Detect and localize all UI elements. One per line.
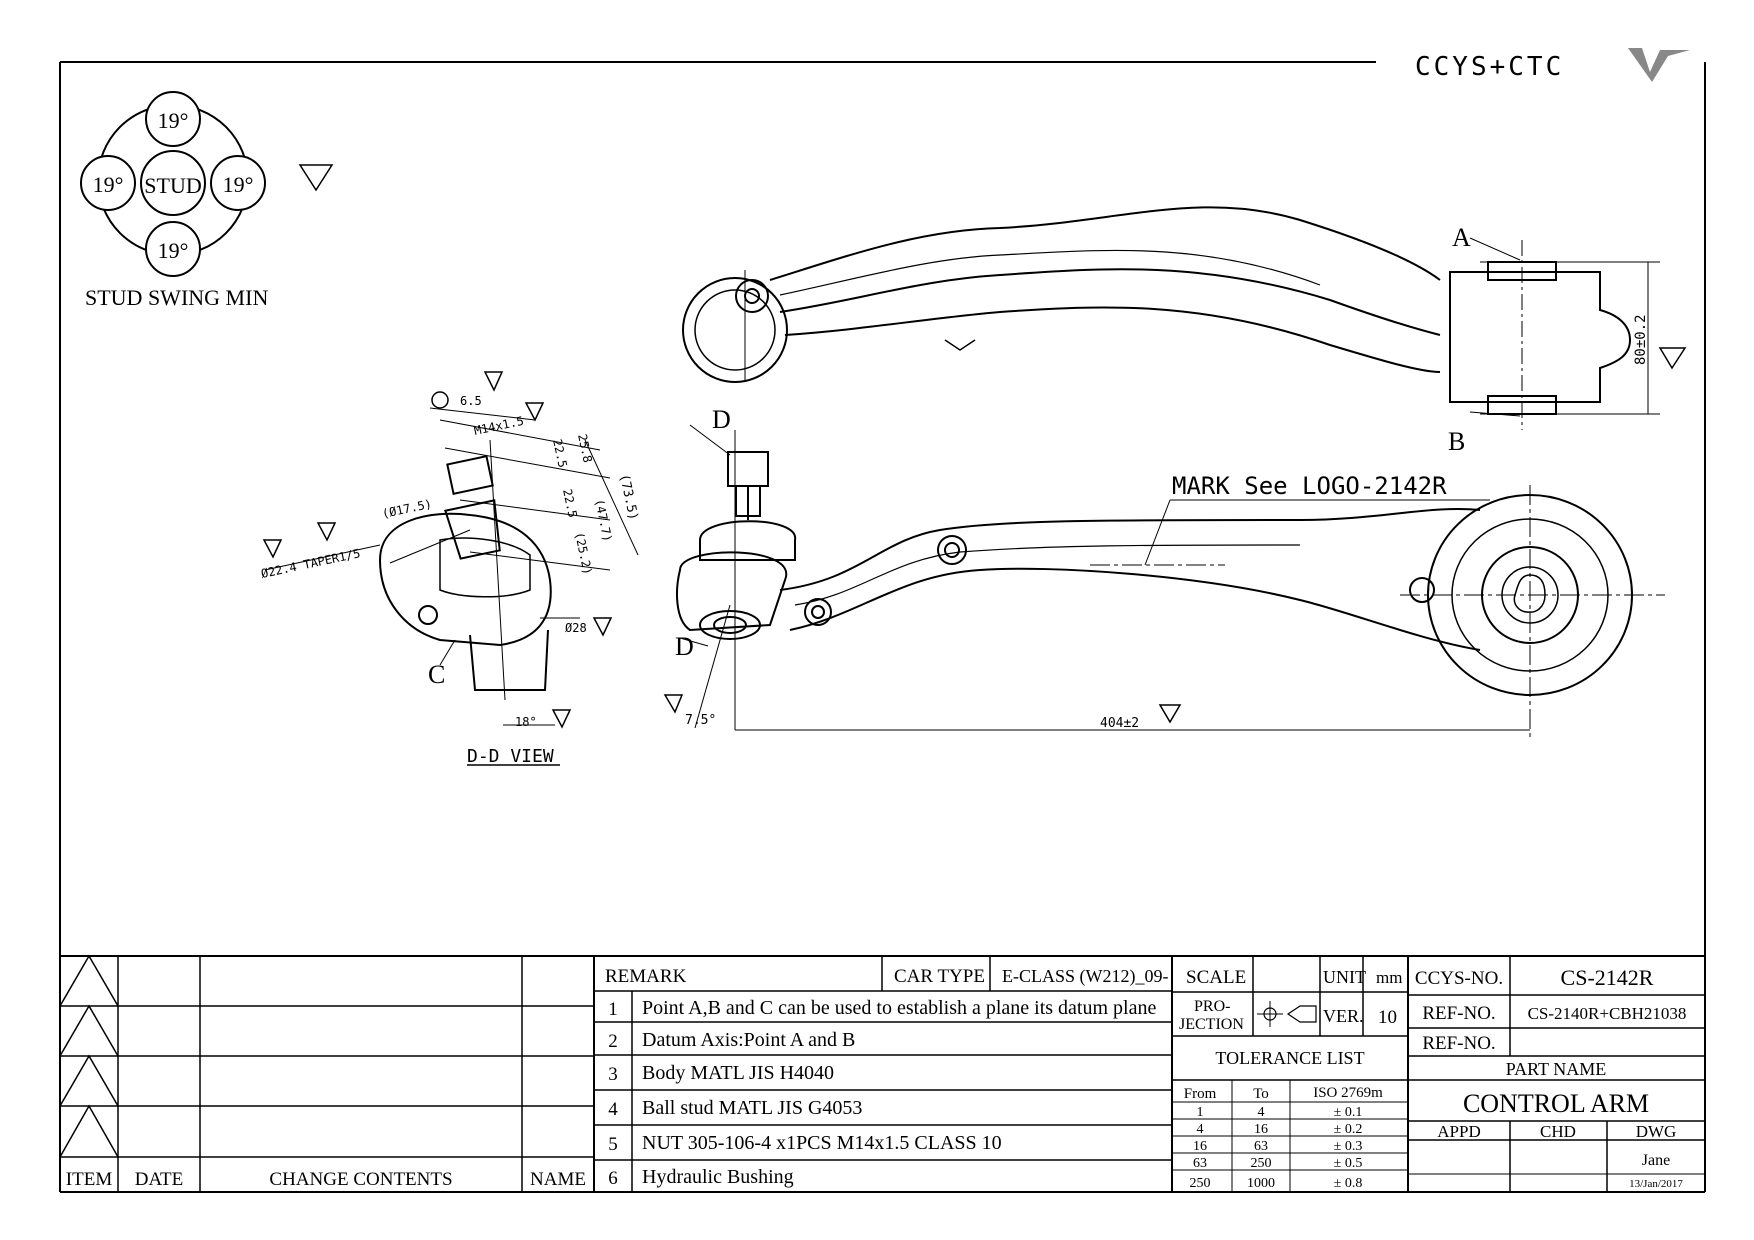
dwg-label: DWG bbox=[1636, 1122, 1677, 1141]
dim-47-7: (47.7) bbox=[592, 498, 615, 543]
car-type-label: CAR TYPE bbox=[894, 966, 985, 987]
tol-value: ± 0.5 bbox=[1334, 1156, 1363, 1171]
remark-rows: 1 Point A,B and C can be used to establi… bbox=[608, 997, 1156, 1189]
scale-tolerance-block bbox=[1172, 956, 1409, 1192]
ref-no-label-2: REF-NO. bbox=[1422, 1033, 1495, 1054]
header-change-contents: CHANGE CONTENTS bbox=[269, 1169, 452, 1190]
stud-swing-caption: STUD SWING MIN bbox=[85, 285, 268, 310]
tol-from: 4 bbox=[1197, 1122, 1204, 1137]
remark-no: 4 bbox=[608, 1099, 618, 1120]
remark-no: 1 bbox=[608, 999, 618, 1020]
dia175-dimension: (Ø17.5) bbox=[381, 497, 433, 521]
remark-text: Datum Axis:Point A and B bbox=[642, 1029, 855, 1051]
car-type-value: E-CLASS (W212)_09- bbox=[1002, 966, 1168, 987]
header-item: ITEM bbox=[66, 1169, 113, 1190]
unit-value: mm bbox=[1376, 968, 1402, 987]
tol-from: 1 bbox=[1197, 1105, 1204, 1120]
remark-text: NUT 305-106-4 x1PCS M14x1.5 CLASS 10 bbox=[642, 1132, 1002, 1154]
company-logo: CCYS+CTC bbox=[1415, 48, 1690, 82]
swing-top: 19° bbox=[158, 108, 189, 133]
swing-bottom: 19° bbox=[158, 238, 189, 263]
datum-triangle-icon bbox=[298, 164, 334, 192]
scale-label: SCALE bbox=[1186, 967, 1246, 988]
tol-to: 1000 bbox=[1247, 1176, 1275, 1191]
tol-to: 250 bbox=[1251, 1156, 1272, 1171]
sheet-frame bbox=[59, 61, 1706, 1193]
dim-22-5b: 22.5 bbox=[560, 488, 580, 519]
dd-view-label: D-D VIEW bbox=[467, 746, 554, 767]
dwg-date: 13/Jan/2017 bbox=[1629, 1178, 1683, 1190]
ccys-no-value: CS-2142R bbox=[1561, 965, 1654, 990]
remark-no: 2 bbox=[608, 1031, 618, 1052]
tol-value: ± 0.1 bbox=[1334, 1105, 1363, 1120]
tol-from: 63 bbox=[1193, 1156, 1207, 1171]
point-a-label: A bbox=[1452, 223, 1471, 252]
tol-value: ± 0.3 bbox=[1334, 1139, 1363, 1154]
arm-front-view bbox=[663, 424, 1665, 738]
part-name-value: CONTROL ARM bbox=[1463, 1089, 1649, 1118]
tol-to: 16 bbox=[1254, 1122, 1268, 1137]
dim-25-8: 25.8 bbox=[575, 433, 595, 464]
remark-no: 5 bbox=[608, 1134, 618, 1155]
ref-no-value-1: CS-2140R+CBH21038 bbox=[1528, 1004, 1687, 1023]
section-top-label: D bbox=[712, 405, 731, 434]
tolerance-header-from: From bbox=[1184, 1086, 1217, 1102]
stud-center-label: STUD bbox=[144, 173, 201, 198]
dim-18deg: 18° bbox=[515, 715, 537, 729]
part-name-label: PART NAME bbox=[1506, 1059, 1606, 1079]
tol-value: ± 0.2 bbox=[1334, 1122, 1363, 1137]
chd-label: CHD bbox=[1540, 1122, 1576, 1141]
stud-swing-diagram: STUD 19° 19° 19° 19° STUD SWING MIN bbox=[80, 91, 334, 310]
tol-to: 4 bbox=[1258, 1105, 1265, 1120]
point-b-label: B bbox=[1448, 427, 1465, 456]
dia28-dimension: Ø28 bbox=[565, 621, 587, 635]
header-date: DATE bbox=[135, 1169, 184, 1190]
swing-right: 19° bbox=[223, 172, 254, 197]
ver-label: VER. bbox=[1323, 1006, 1364, 1026]
ccys-no-label: CCYS-NO. bbox=[1415, 968, 1503, 989]
dd-section-view bbox=[262, 371, 639, 766]
tol-to: 63 bbox=[1254, 1139, 1268, 1154]
dim-25-2: (25.2) bbox=[572, 531, 595, 576]
length-dimension: 404±2 bbox=[1100, 716, 1139, 731]
remark-text: Hydraulic Bushing bbox=[642, 1166, 794, 1188]
appd-label: APPD bbox=[1437, 1122, 1480, 1141]
tol-from: 16 bbox=[1193, 1139, 1207, 1154]
hex-dimension: 6.5 bbox=[460, 394, 482, 408]
remark-text: Ball stud MATL JIS G4053 bbox=[642, 1097, 862, 1119]
arm-top-view bbox=[682, 206, 1687, 430]
remark-text: Body MATL JIS H4040 bbox=[642, 1062, 834, 1084]
tolerance-title: TOLERANCE LIST bbox=[1215, 1048, 1364, 1068]
mark-note: MARK See LOGO-2142R bbox=[1172, 472, 1447, 500]
tolerance-rows: 1 4 ± 0.1 4 16 ± 0.2 16 63 ± 0.3 63 250 … bbox=[1190, 1105, 1363, 1191]
remarks-table bbox=[594, 956, 1173, 1192]
projection-symbol-icon bbox=[1286, 1005, 1317, 1023]
tol-from: 250 bbox=[1190, 1176, 1211, 1191]
angle-dimension: 7.5° bbox=[685, 713, 716, 728]
tolerance-header-iso: ISO 2769m bbox=[1313, 1085, 1383, 1101]
projection-label-2: JECTION bbox=[1179, 1016, 1244, 1033]
section-bottom-label: D bbox=[675, 632, 694, 661]
ver-value: 10 bbox=[1378, 1007, 1397, 1028]
title-block bbox=[1408, 956, 1705, 1192]
logo-text: CCYS+CTC bbox=[1415, 52, 1564, 82]
unit-label: UNIT bbox=[1323, 967, 1366, 987]
swing-left: 19° bbox=[93, 172, 124, 197]
bushing-dimension: 80±0.2 bbox=[1633, 314, 1649, 365]
tol-value: ± 0.8 bbox=[1334, 1176, 1363, 1191]
dwg-name: Jane bbox=[1642, 1152, 1670, 1169]
ref-no-label-1: REF-NO. bbox=[1422, 1003, 1495, 1024]
remark-text: Point A,B and C can be used to establish… bbox=[642, 997, 1156, 1019]
dim-22-5a: 22.5 bbox=[550, 438, 570, 469]
header-name: NAME bbox=[530, 1169, 586, 1190]
remark-header: REMARK bbox=[605, 966, 687, 987]
projection-label-1: PRO- bbox=[1194, 998, 1230, 1015]
point-c-label: C bbox=[428, 660, 445, 689]
tolerance-header-to: To bbox=[1253, 1086, 1269, 1102]
remark-no: 6 bbox=[608, 1168, 618, 1189]
remark-no: 3 bbox=[608, 1064, 618, 1085]
